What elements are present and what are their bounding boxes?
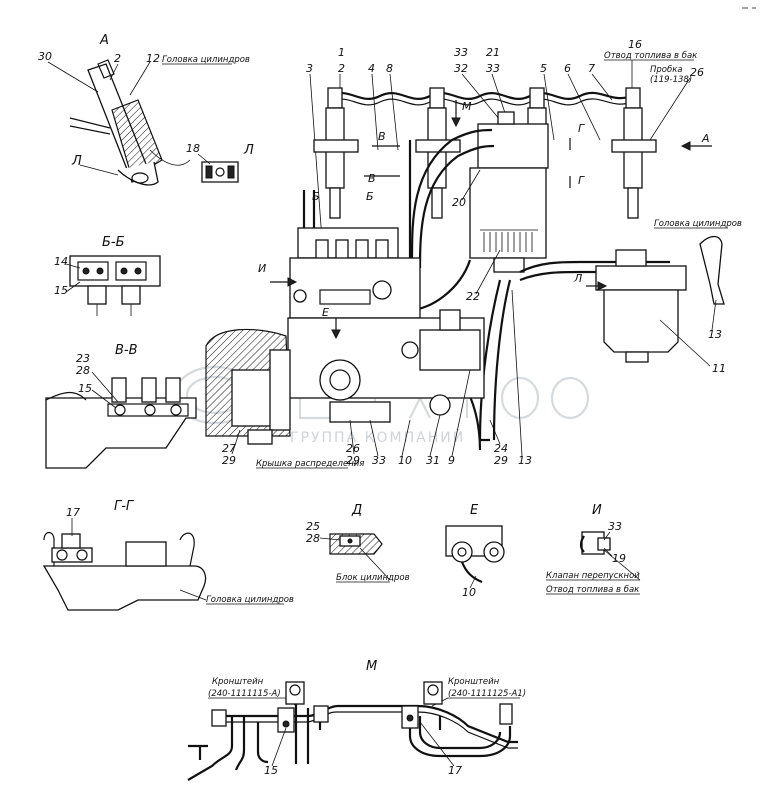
callout-18: 18 — [186, 142, 200, 155]
callout-33-bottom: 33 — [372, 454, 386, 467]
view-a: А 30 2 12 Головка цилиндров Л — [38, 33, 250, 186]
coarse-filter — [595, 249, 687, 363]
section-mark-v-bottom: В — [368, 172, 376, 185]
label-bracket-left-part: (240-1111115-А) — [208, 689, 281, 699]
view-a-mark-l: Л — [71, 154, 82, 169]
callout-12: 12 — [146, 52, 160, 65]
label-bracket-right-part: (240-1111125-А1) — [448, 689, 526, 699]
callout-17-gg: 17 — [66, 506, 80, 519]
callout-13-bottom: 13 — [518, 454, 532, 467]
callout-33-top: 33 — [454, 46, 468, 59]
injection-pump — [287, 227, 485, 423]
callout-33-top-b: 33 — [486, 62, 500, 75]
label-fuel-return-i: Отвод топлива в бак — [546, 585, 640, 595]
view-a-title: А — [99, 33, 109, 48]
section-mark-g-bottom: Г — [578, 174, 585, 187]
label-plug-part: (119-138) — [650, 75, 692, 85]
callout-29-a: 29 — [222, 454, 236, 467]
main-assembly: 1 2 3 4 8 33 32 21 33 5 6 7 16 Отвод топ… — [205, 38, 742, 469]
section-mark-v-top: В — [378, 130, 386, 143]
callout-7: 7 — [588, 62, 595, 75]
section-bb-title: Б-Б — [102, 235, 125, 250]
view-mark-i-arrow: И — [258, 262, 266, 275]
callout-30: 30 — [38, 50, 52, 63]
view-e: Е 10 — [445, 503, 505, 599]
callout-10: 10 — [398, 454, 412, 467]
callout-15-bb: 15 — [54, 284, 68, 297]
injector-4 — [623, 87, 643, 219]
section-gg: Г-Г 17 Головка цилиндров — [42, 499, 294, 611]
label-plug: Пробка — [650, 65, 683, 75]
label-cylinder-head-gg: Головка цилиндров — [206, 595, 294, 605]
callout-21: 21 — [486, 46, 500, 59]
callout-9: 9 — [448, 454, 455, 467]
view-m: М Кронштейн (240-1111115-А) Кронштейн (2… — [187, 659, 526, 781]
callout-19: 19 — [612, 552, 626, 565]
callout-32: 32 — [454, 62, 468, 75]
view-mark-e: Е — [322, 306, 329, 319]
callout-29-c: 29 — [494, 454, 508, 467]
callout-4: 4 — [368, 62, 375, 75]
view-l-title: Л — [243, 143, 254, 158]
section-gg-title: Г-Г — [114, 499, 135, 514]
view-mark-a: А — [701, 132, 710, 145]
label-bracket-left: Кронштейн — [212, 677, 264, 687]
callout-15-vv: 15 — [78, 382, 92, 395]
callout-5: 5 — [540, 62, 547, 75]
section-vv-title: В-В — [115, 343, 138, 358]
callout-17-m: 17 — [448, 764, 462, 777]
label-cylinder-head-main: Головка цилиндров — [654, 219, 742, 229]
view-i-title: И — [592, 503, 602, 518]
view-l: Л 18 — [186, 142, 254, 183]
fuel-filter — [469, 111, 549, 273]
section-mark-b-left: Б — [312, 190, 320, 203]
callout-22: 22 — [466, 290, 480, 303]
callout-25: 25 — [306, 520, 320, 533]
callout-13: 13 — [708, 328, 722, 341]
injector-1 — [325, 87, 345, 219]
callout-23: 23 — [76, 352, 90, 365]
callout-28-vv: 28 — [76, 364, 90, 377]
callout-10-e: 10 — [462, 586, 476, 599]
label-fuel-return-top: Отвод топлива в бак — [604, 51, 698, 61]
view-d-title: Д — [351, 503, 362, 518]
callout-2-a: 2 — [114, 52, 121, 65]
section-mark-b-right: Б — [366, 190, 374, 203]
callout-28-d: 28 — [306, 532, 320, 545]
view-i: И 33 19 Клапан перепускной Отвод топлива… — [546, 503, 640, 595]
callout-1: 1 — [338, 46, 345, 59]
section-bb: Б-Б 14 15 — [54, 235, 161, 316]
label-dist-cover: Крышка распределения — [256, 459, 364, 469]
callout-15-m: 15 — [264, 764, 278, 777]
callout-24: 24 — [494, 442, 508, 455]
callout-2: 2 — [338, 62, 345, 75]
callout-33-i: 33 — [608, 520, 622, 533]
callout-11: 11 — [712, 362, 726, 375]
callout-8: 8 — [386, 62, 393, 75]
watermark-text: ГРУППА КОМПАНИЙ — [290, 428, 465, 446]
callout-31: 31 — [426, 454, 440, 467]
view-mark-l-main: Л — [573, 272, 582, 285]
view-m-title: М — [366, 659, 377, 674]
view-e-title: Е — [470, 503, 479, 518]
label-cylinder-head-a: Головка цилиндров — [162, 55, 250, 65]
callout-26-top: 26 — [690, 66, 704, 79]
callout-20: 20 — [452, 196, 466, 209]
view-d: Д 25 28 Блок цилиндров — [306, 503, 410, 583]
section-vv: В-В 23 28 15 — [45, 343, 197, 469]
callout-14: 14 — [54, 255, 68, 268]
callout-3: 3 — [306, 62, 313, 75]
label-bracket-right: Кронштейн — [448, 677, 500, 687]
callout-6: 6 — [564, 62, 571, 75]
callout-16: 16 — [628, 38, 642, 51]
label-cyl-block: Блок цилиндров — [336, 573, 410, 583]
callout-29-b: 29 — [346, 454, 360, 467]
view-mark-m: М — [462, 100, 472, 113]
label-bypass-valve: Клапан перепускной — [546, 571, 640, 581]
section-mark-g-top: Г — [578, 122, 585, 135]
